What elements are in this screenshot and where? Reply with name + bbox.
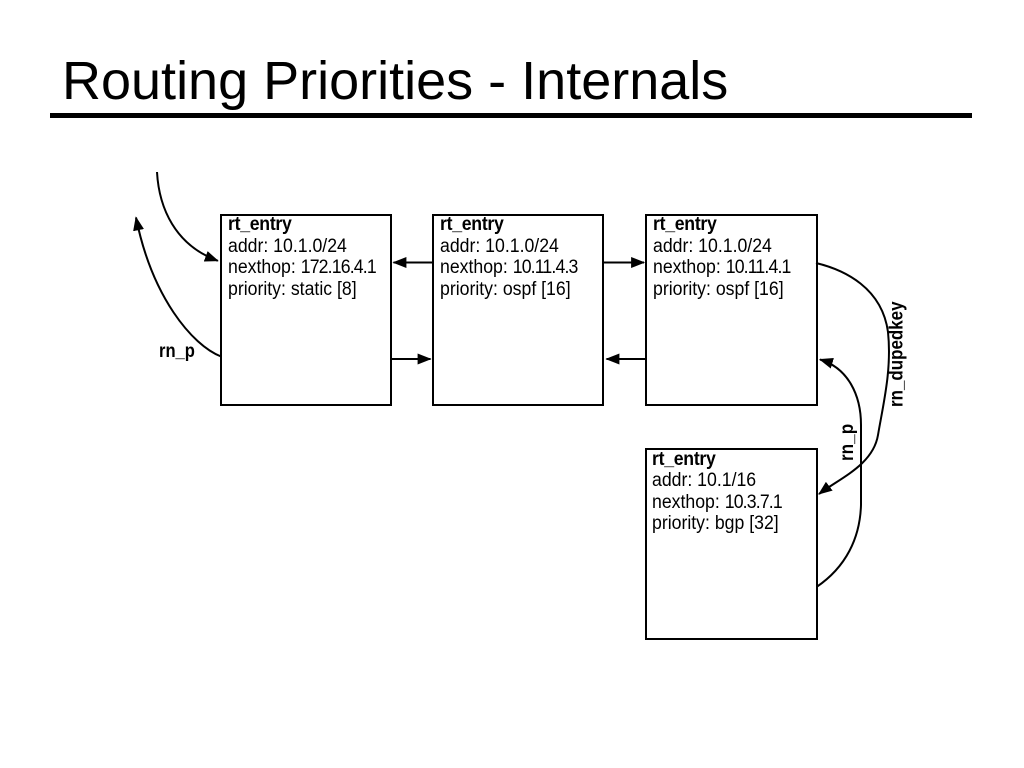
svg-text:rn_p: rn_p	[159, 340, 195, 362]
svg-text:rn_p: rn_p	[835, 424, 857, 461]
svg-text:rn_dupedkey: rn_dupedkey	[884, 301, 906, 407]
